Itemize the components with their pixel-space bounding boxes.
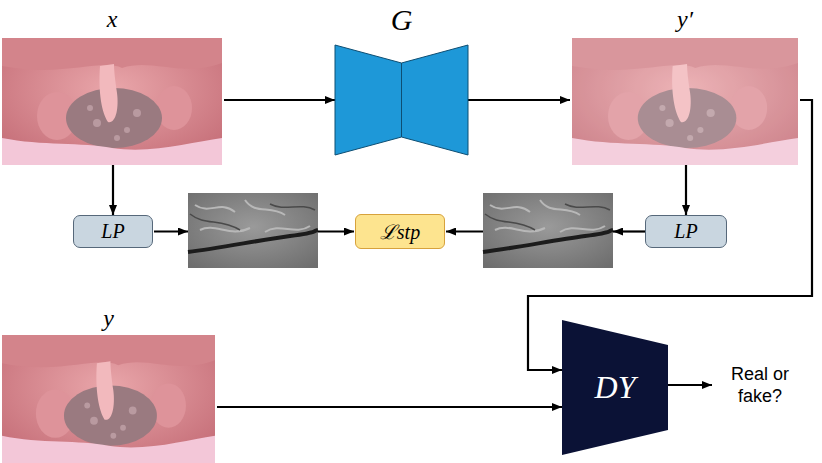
texture bbox=[485, 204, 610, 230]
output-photo bbox=[572, 38, 798, 165]
throat-image bbox=[2, 38, 222, 165]
output-label: Real or fake? bbox=[714, 363, 806, 407]
lowpass-map-left bbox=[188, 193, 318, 268]
grayscale-image bbox=[483, 193, 613, 268]
node-label: ℒstp bbox=[380, 218, 420, 245]
target-photo bbox=[2, 335, 215, 463]
texture bbox=[490, 200, 605, 232]
generator-block: G bbox=[335, 2, 468, 155]
image-panel: y bbox=[0, 304, 217, 463]
flow-arrow bbox=[112, 165, 114, 215]
texture bbox=[195, 200, 310, 232]
discriminator-block: DY bbox=[562, 320, 668, 455]
discriminator-shape bbox=[562, 320, 668, 455]
input-photo bbox=[2, 38, 222, 165]
arrow bbox=[668, 384, 712, 386]
texture bbox=[190, 204, 315, 230]
edge-contour bbox=[188, 230, 318, 252]
generator-half bbox=[335, 45, 402, 155]
flow-arrow bbox=[468, 99, 570, 101]
flow-arrow bbox=[224, 99, 335, 101]
process-box: LP bbox=[645, 215, 727, 248]
lowpass-map-right bbox=[483, 193, 613, 268]
node-label: x bbox=[0, 5, 224, 33]
process-box: LP bbox=[73, 215, 153, 248]
image-panel: x bbox=[0, 5, 224, 165]
arrow bbox=[613, 230, 645, 232]
generator-half bbox=[402, 45, 469, 155]
arrow bbox=[154, 230, 188, 232]
throat-image bbox=[572, 38, 798, 165]
node-label: y′ bbox=[570, 5, 800, 33]
arrow bbox=[318, 230, 354, 232]
image-panel: y′ bbox=[570, 5, 800, 165]
edge-contour bbox=[483, 230, 613, 252]
throat-image bbox=[2, 335, 215, 463]
node-label: LP bbox=[674, 220, 697, 243]
grayscale-image bbox=[188, 193, 318, 268]
loss-box: ℒstp bbox=[355, 214, 445, 249]
arrow bbox=[446, 230, 483, 232]
flow-arrow bbox=[217, 406, 562, 408]
node-label: LP bbox=[101, 220, 124, 243]
brightness-overlay bbox=[572, 38, 798, 165]
flow-arrow bbox=[685, 165, 687, 215]
node-label: DY bbox=[595, 369, 636, 406]
node-label: y bbox=[0, 304, 217, 332]
node-label: G bbox=[335, 2, 468, 38]
